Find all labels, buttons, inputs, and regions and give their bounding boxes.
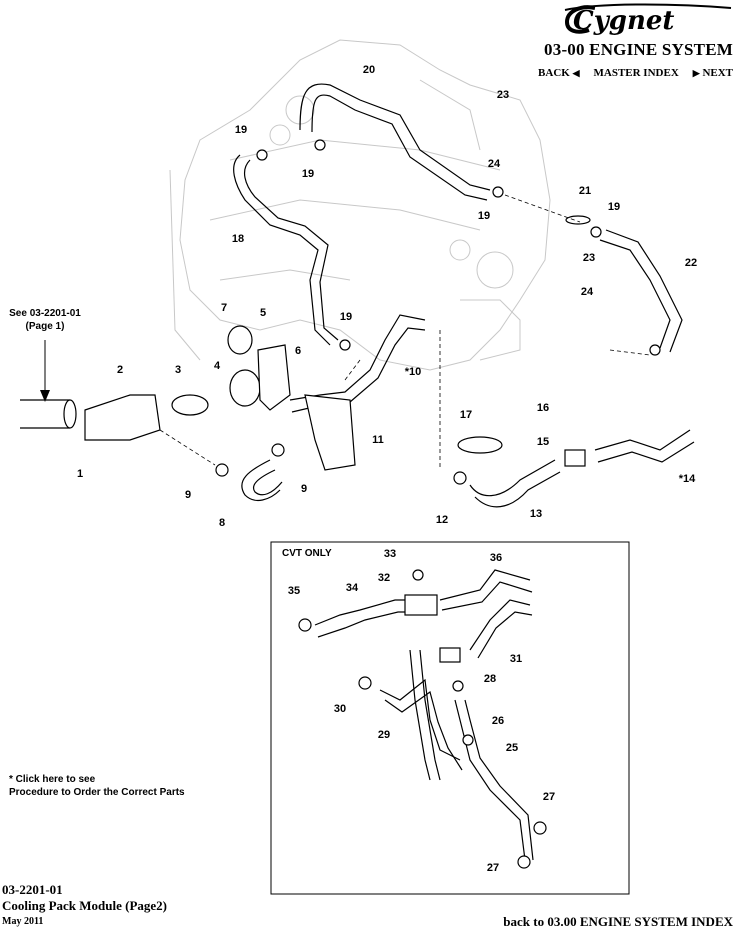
callout-27b: 27 xyxy=(487,862,499,874)
callout-20: 20 xyxy=(363,64,375,76)
callout-19a: 19 xyxy=(235,124,247,136)
next-link[interactable]: ▶ NEXT xyxy=(693,67,733,79)
click-note-line-2: Procedure to Order the Correct Parts xyxy=(9,787,185,798)
callout-16: 16 xyxy=(537,402,549,414)
callout-18: 18 xyxy=(232,233,244,245)
see-reference-line-2: (Page 1) xyxy=(26,321,65,332)
callout-19e: 19 xyxy=(608,201,620,213)
callout-31: 31 xyxy=(510,653,522,665)
callout-10: *10 xyxy=(405,366,422,378)
back-label: BACK xyxy=(538,67,570,79)
back-to-index-link[interactable]: back to 03.00 ENGINE SYSTEM INDEX xyxy=(503,914,733,929)
callout-33: 33 xyxy=(384,548,396,560)
doc-date: May 2011 xyxy=(2,916,44,927)
callout-19d: 19 xyxy=(478,210,490,222)
hose-lines xyxy=(20,83,695,508)
cvt-hoses xyxy=(314,569,534,861)
callout-19c: 19 xyxy=(340,311,352,323)
arrow-down-icon xyxy=(40,390,50,402)
callout-27a: 27 xyxy=(543,791,555,803)
callout-22: 22 xyxy=(685,257,697,269)
callout-13: 13 xyxy=(530,508,542,520)
callout-19b: 19 xyxy=(302,168,314,180)
component-shapes xyxy=(63,139,661,485)
callout-23b: 23 xyxy=(583,252,595,264)
doc-code: 03-2201-01 xyxy=(2,882,63,897)
next-label: NEXT xyxy=(702,67,733,79)
callout-5: 5 xyxy=(260,307,266,319)
brand-wordmark: Cygnet xyxy=(573,6,674,36)
nav-bar: BACK ◀ MASTER INDEX ▶ NEXT xyxy=(538,67,733,79)
doc-title: Cooling Pack Module (Page2) xyxy=(2,898,168,913)
callout-8: 8 xyxy=(219,517,225,529)
callout-24b: 24 xyxy=(581,286,594,298)
callout-23a: 23 xyxy=(497,89,509,101)
callout-36: 36 xyxy=(490,552,502,564)
order-parts-note-link[interactable]: * Click here to see Procedure to Order t… xyxy=(9,773,185,799)
callout-35: 35 xyxy=(288,585,300,597)
callout-7: 7 xyxy=(221,302,227,314)
callout-2: 2 xyxy=(117,364,123,376)
cvt-components xyxy=(298,569,547,869)
callout-1: 1 xyxy=(77,468,83,480)
click-note-line-1: * Click here to see xyxy=(9,774,96,785)
callout-6: 6 xyxy=(295,345,301,357)
engine-outline xyxy=(169,39,551,371)
master-index-link[interactable]: MASTER INDEX xyxy=(593,67,679,79)
back-link[interactable]: BACK ◀ xyxy=(538,67,579,79)
callout-15: 15 xyxy=(537,436,549,448)
triangle-right-icon: ▶ xyxy=(692,68,700,78)
callout-11: 11 xyxy=(372,434,384,446)
callout-32: 32 xyxy=(378,572,390,584)
callout-12: 12 xyxy=(436,514,448,526)
callout-9b: 9 xyxy=(301,483,307,495)
cvt-only-label: CVT ONLY xyxy=(282,548,332,559)
callout-4: 4 xyxy=(214,360,221,372)
triangle-left-icon: ◀ xyxy=(572,68,580,78)
cygnet-logo: Cygnet xyxy=(564,3,732,36)
callout-25: 25 xyxy=(506,742,518,754)
guide-lines xyxy=(159,194,651,470)
callout-34: 34 xyxy=(346,582,359,594)
callout-14: *14 xyxy=(679,473,696,485)
callout-26: 26 xyxy=(492,715,504,727)
cvt-only-box xyxy=(270,541,630,895)
callout-21: 21 xyxy=(579,185,591,197)
callout-30: 30 xyxy=(334,703,346,715)
callout-24a: 24 xyxy=(488,158,501,170)
callout-28: 28 xyxy=(484,673,496,685)
callout-29: 29 xyxy=(378,729,390,741)
section-title: 03-00 ENGINE SYSTEM xyxy=(544,40,733,59)
callout-17: 17 xyxy=(460,409,472,421)
callout-labels: 1 2 3 4 5 6 7 *10 11 8 9 9 12 13 *14 15 … xyxy=(77,64,697,874)
callout-3: 3 xyxy=(175,364,181,376)
see-reference-line-1: See 03-2201-01 xyxy=(9,308,81,319)
callout-9a: 9 xyxy=(185,489,191,501)
